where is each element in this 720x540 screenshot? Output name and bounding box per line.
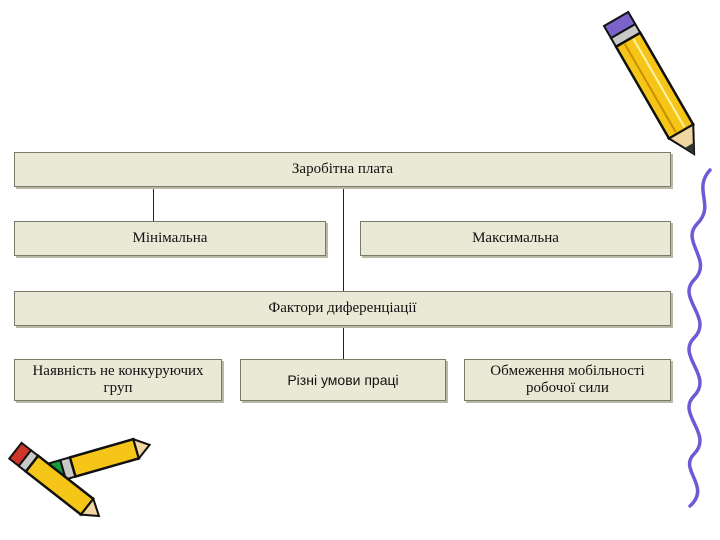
connector-root-to-factors — [343, 187, 344, 291]
box-minimal: Мінімальна — [14, 221, 326, 256]
factor-label-1: Наявність не конкуруючих груп — [32, 363, 204, 396]
root-label: Заробітна плата — [291, 161, 394, 177]
box-factor-noncompeting-groups: Наявність не конкуруючих груп — [14, 359, 222, 401]
minimal-label: Мінімальна — [132, 230, 208, 246]
box-factor-labor-mobility: Обмеження мобільності робочої сили — [464, 359, 671, 401]
connector-factors-to-conditions — [343, 326, 344, 359]
factor-label-3: Обмеження мобільності робочої сили — [490, 363, 645, 396]
factors-title-label: Фактори диференціації — [268, 300, 417, 316]
box-factor-work-conditions: Різні умови праці — [240, 359, 446, 401]
box-maximal: Максимальна — [360, 221, 671, 256]
factor-label-2: Різні умови праці — [287, 371, 399, 388]
connector-root-to-minimal — [153, 187, 154, 221]
root-box-salary: Заробітна плата — [14, 152, 671, 187]
maximal-label: Максимальна — [472, 230, 559, 246]
box-differentiation-factors: Фактори диференціації — [14, 291, 671, 326]
